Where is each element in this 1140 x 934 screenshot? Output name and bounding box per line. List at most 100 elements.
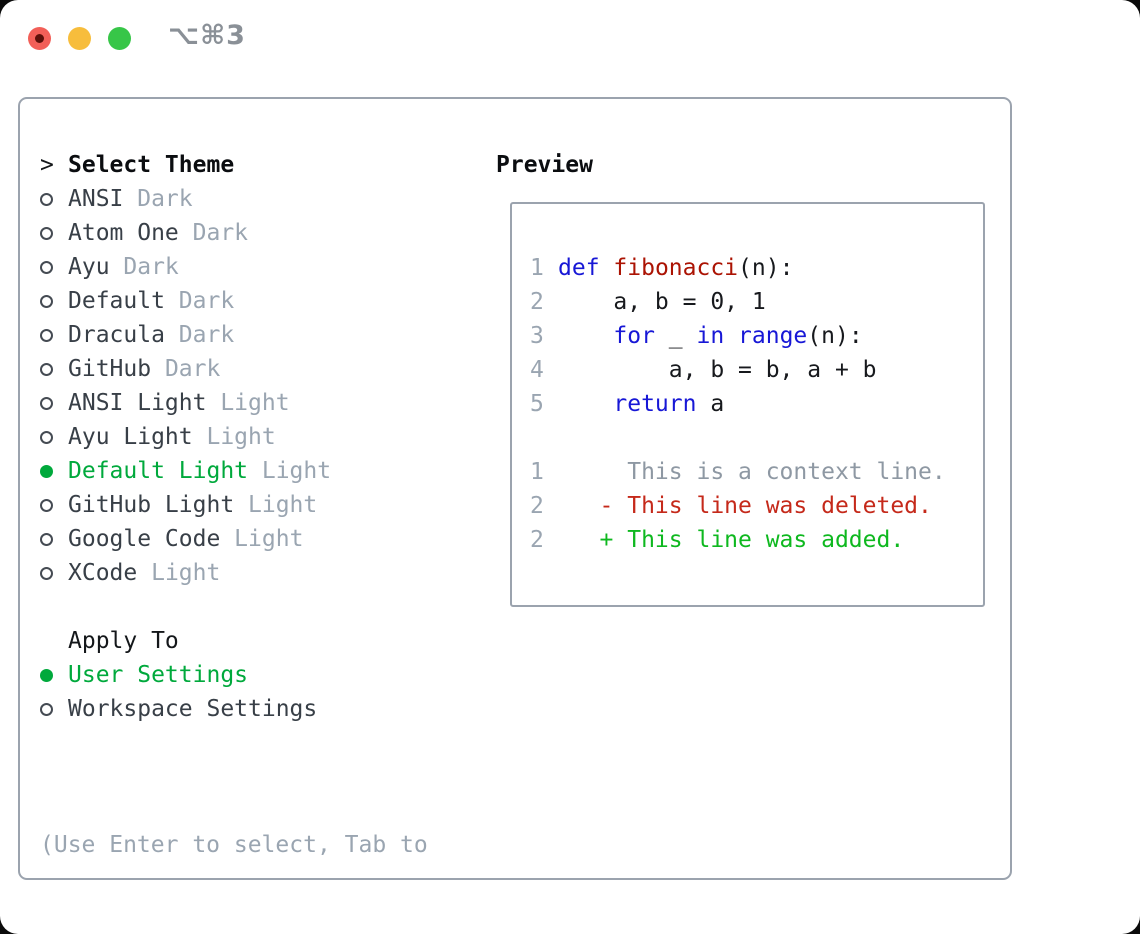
code-token-kw: range <box>738 323 808 349</box>
code-token-fn: fibonacci <box>613 255 739 281</box>
titlebar <box>28 27 131 50</box>
preview-line-3: 3 for _ in range(n): <box>530 319 946 353</box>
theme-variant-tag: Dark <box>164 322 235 348</box>
theme-variant-tag: Light <box>220 526 304 552</box>
theme-option-ayu[interactable]: Ayu Dark <box>40 250 331 284</box>
minimize-button-icon[interactable] <box>68 27 91 50</box>
theme-variant-tag: Light <box>206 390 290 416</box>
code-token-plain: (n): <box>807 323 863 349</box>
preview-line-8: 2 - This line was deleted. <box>530 489 946 523</box>
radio-circle <box>40 532 53 546</box>
code-token-plain: (n): <box>738 255 794 281</box>
theme-option-name: ANSI <box>68 186 124 212</box>
theme-option-dracula[interactable]: Dracula Dark <box>40 318 331 352</box>
preview-heading: Preview <box>496 152 593 178</box>
theme-option-atom-one[interactable]: Atom One Dark <box>40 216 331 250</box>
theme-option-ansi[interactable]: ANSI Dark <box>40 182 331 216</box>
theme-option-name: Atom One <box>68 220 179 246</box>
window-title: ⌥⌘3 <box>168 20 246 51</box>
theme-list-header-row: >Select Theme <box>40 148 331 182</box>
theme-option-name: XCode <box>68 560 138 586</box>
radio-circle <box>40 498 53 512</box>
theme-variant-tag: Dark <box>109 254 179 280</box>
theme-option-name: Default <box>68 288 165 314</box>
keyboard-hint: (Use Enter to select, Tab to change focu… <box>40 760 428 934</box>
radio-icon <box>40 396 68 410</box>
theme-option-name: Ayu <box>68 254 110 280</box>
radio-icon <box>40 532 68 546</box>
hint-line-2: change focus) <box>40 930 428 934</box>
code-token-plain: a <box>696 391 725 417</box>
theme-variant-tag: Dark <box>151 356 221 382</box>
apply-option-workspace-settings[interactable]: Workspace Settings <box>40 692 331 726</box>
theme-option-default-light[interactable]: Default Light Light <box>40 454 331 488</box>
code-token-kw: in <box>696 323 725 349</box>
radio-circle <box>40 566 53 580</box>
radio-icon <box>40 566 68 580</box>
line-number: 1 <box>530 255 544 281</box>
code-token-ctx: This is a context line. <box>558 459 946 485</box>
spacer-row <box>40 590 331 624</box>
theme-variant-tag: Light <box>137 560 221 586</box>
theme-variant-tag: Light <box>248 458 332 484</box>
radio-circle <box>40 294 53 308</box>
zoom-button-icon[interactable] <box>108 27 131 50</box>
line-number: 4 <box>530 357 544 383</box>
radio-circle <box>40 226 53 240</box>
apply-option-name: Workspace Settings <box>68 696 318 722</box>
preview-line-2: 2 a, b = 0, 1 <box>530 285 946 319</box>
cursor-marker: > <box>40 152 68 178</box>
theme-option-name: GitHub Light <box>68 492 235 518</box>
theme-option-name: GitHub <box>68 356 152 382</box>
theme-variant-tag: Dark <box>164 288 235 314</box>
radio-circle <box>40 430 53 444</box>
theme-option-google-code[interactable]: Google Code Light <box>40 522 331 556</box>
preview-line-5: 5 return a <box>530 387 946 421</box>
code-token-plain: a, b = b, a + b <box>558 357 877 383</box>
radio-icon <box>40 362 68 376</box>
radio-icon <box>40 226 68 240</box>
code-token-plain <box>600 255 614 281</box>
radio-icon <box>40 498 68 512</box>
theme-option-xcode[interactable]: XCode Light <box>40 556 331 590</box>
radio-circle <box>40 396 53 410</box>
apply-to-header-row: Apply To <box>40 624 331 658</box>
radio-circle <box>40 702 53 716</box>
theme-option-name: Google Code <box>68 526 221 552</box>
apply-to-title: Apply To <box>68 628 179 654</box>
theme-option-ayu-light[interactable]: Ayu Light Light <box>40 420 331 454</box>
hint-line-1: (Use Enter to select, Tab to <box>40 832 428 858</box>
cursor-glyph: > <box>40 152 54 178</box>
theme-option-name: ANSI Light <box>68 390 207 416</box>
preview-line-4: 4 a, b = b, a + b <box>530 353 946 387</box>
close-button-icon[interactable] <box>28 27 51 50</box>
apply-option-user-settings[interactable]: User Settings <box>40 658 331 692</box>
theme-option-github[interactable]: GitHub Dark <box>40 352 331 386</box>
radio-icon <box>40 328 68 342</box>
code-token-del: - This line was deleted. <box>558 493 932 519</box>
theme-variant-tag: Light <box>192 424 276 450</box>
theme-option-ansi-light[interactable]: ANSI Light Light <box>40 386 331 420</box>
code-token-plain <box>558 323 613 349</box>
theme-option-default[interactable]: Default Dark <box>40 284 331 318</box>
theme-variant-tag: Light <box>234 492 318 518</box>
line-number: 1 <box>530 459 544 485</box>
theme-option-github-light[interactable]: GitHub Light Light <box>40 488 331 522</box>
line-number: 2 <box>530 493 544 519</box>
preview-line-7: 1 This is a context line. <box>530 455 946 489</box>
line-number: 2 <box>530 527 544 553</box>
code-token-plain: a, b = 0, 1 <box>558 289 766 315</box>
code-token-kw: for <box>613 323 655 349</box>
code-token-plain: _ <box>654 323 697 349</box>
line-number: 3 <box>530 323 544 349</box>
code-token-kw: def <box>558 255 600 281</box>
radio-circle <box>40 668 53 682</box>
radio-circle <box>40 464 53 478</box>
radio-icon <box>40 192 68 206</box>
apply-option-name: User Settings <box>68 662 249 688</box>
line-number: 5 <box>530 391 544 417</box>
